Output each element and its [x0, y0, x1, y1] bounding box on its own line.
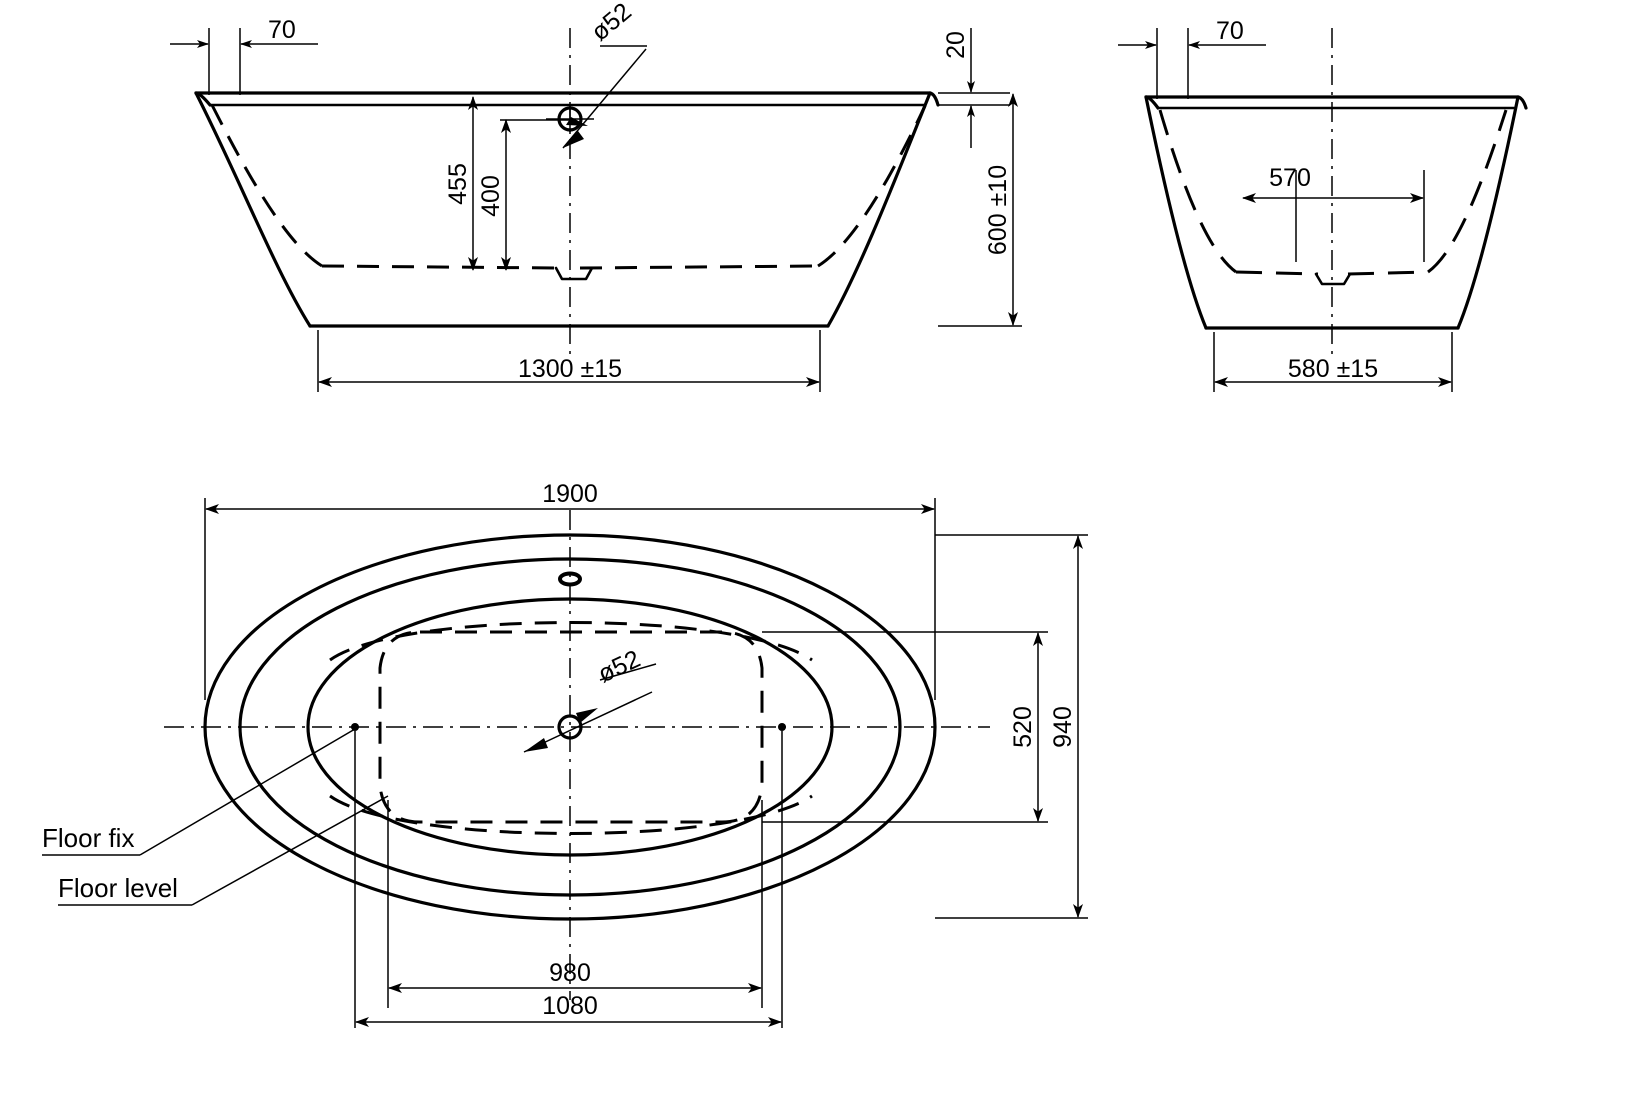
- dim-side-580-label: 580 ±15: [1288, 355, 1378, 383]
- callout-front-d52: ø52: [562, 0, 647, 149]
- dim-front-600-label: 600 ±10: [984, 165, 1012, 255]
- dim-front-20: 20: [938, 28, 1010, 148]
- annotation-floor-fix-label: Floor fix: [42, 823, 134, 853]
- callout-plan-d52: ø52: [523, 645, 657, 753]
- dim-side-70: 70: [1118, 17, 1266, 99]
- dim-front-70-label: 70: [268, 16, 296, 44]
- dim-front-400: 400: [477, 119, 570, 271]
- floor-fix-point-left: [351, 723, 359, 731]
- side-elevation-view: 70 570 580 ±15: [1118, 17, 1528, 392]
- waste-outlet-plan: [557, 714, 583, 740]
- dim-front-1300-label: 1300 ±15: [518, 355, 622, 383]
- waste-outlet-detail-side: [1314, 272, 1352, 286]
- tub-front-hidden-profile: [210, 104, 927, 270]
- dim-plan-980: 980: [388, 959, 762, 993]
- dim-plan-520: 520: [762, 631, 1048, 823]
- dim-front-1300: 1300 ±15: [317, 330, 821, 392]
- dim-front-600: 600 ±10: [938, 93, 1022, 327]
- tub-side-hidden-profile: [1158, 109, 1508, 276]
- dim-side-570: 570: [1242, 164, 1425, 262]
- annotation-floor-level-label: Floor level: [58, 873, 178, 903]
- plan-view: ø52 1900 520 940: [42, 480, 1088, 1028]
- dim-plan-520-label: 520: [1009, 706, 1037, 748]
- dim-plan-1900: 1900: [204, 480, 936, 700]
- dim-plan-1080-label: 1080: [542, 992, 598, 1020]
- dim-side-580: 580 ±15: [1213, 332, 1453, 392]
- dim-front-455-label: 455: [444, 163, 472, 205]
- annotation-floor-fix: Floor fix: [42, 728, 356, 856]
- dim-front-400-label: 400: [477, 175, 505, 217]
- dim-plan-980-label: 980: [549, 959, 591, 987]
- dim-front-455: 455: [444, 96, 478, 271]
- floor-fix-point-right: [778, 723, 786, 731]
- plan-basin-dashed-bottom: [329, 794, 813, 835]
- callout-front-d52-label: ø52: [586, 0, 637, 47]
- waste-outlet-detail-front: [554, 266, 594, 281]
- dim-front-70: 70: [170, 16, 318, 95]
- dim-plan-940: 940: [935, 534, 1088, 919]
- dim-side-70-label: 70: [1216, 17, 1244, 45]
- front-elevation-view: 70 455 400 ø52: [170, 0, 1022, 392]
- dim-front-20-label: 20: [942, 31, 970, 59]
- annotation-floor-level: Floor level: [58, 795, 389, 906]
- tub-side-outline: [1144, 95, 1528, 330]
- overflow-hole-plan: [558, 571, 582, 587]
- callout-plan-d52-label: ø52: [594, 645, 645, 689]
- dim-side-570-label: 570: [1269, 164, 1311, 192]
- tub-front-outline: [194, 91, 940, 328]
- dim-plan-1080: 1080: [355, 992, 782, 1027]
- dim-plan-1900-label: 1900: [542, 480, 598, 508]
- dim-plan-940-label: 940: [1049, 706, 1077, 748]
